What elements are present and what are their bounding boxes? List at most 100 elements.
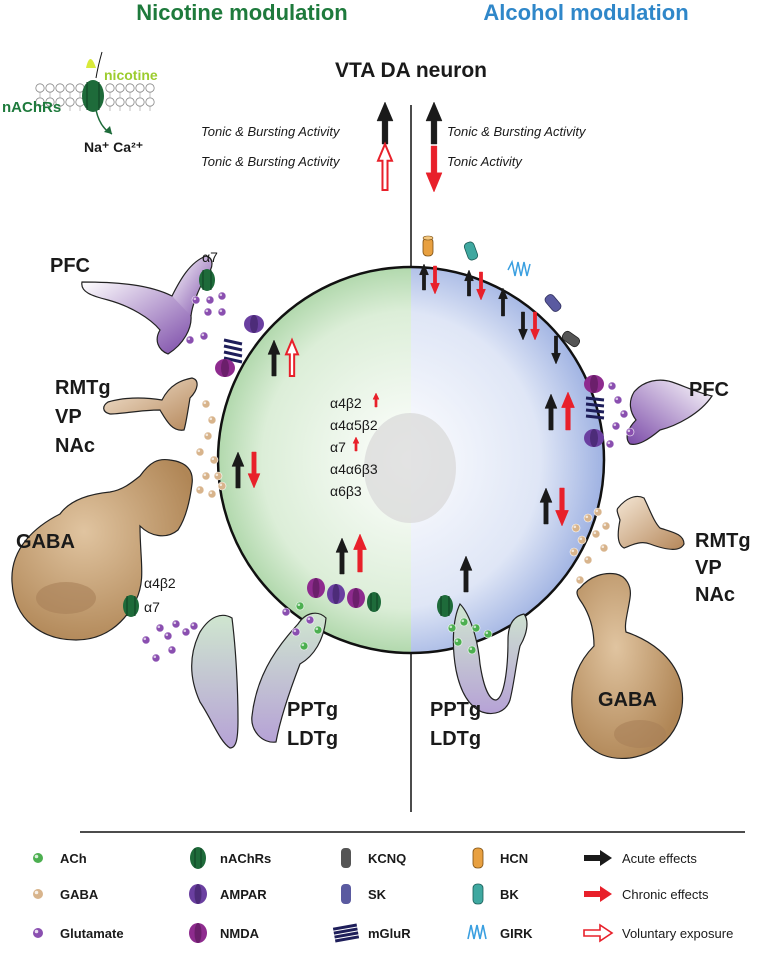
rmtg-nic-acute-arrow bbox=[231, 451, 245, 489]
synaptic-dot bbox=[151, 653, 161, 663]
gaba-dot bbox=[207, 415, 217, 425]
gaba-dot bbox=[201, 399, 211, 409]
sk-acute-arrow bbox=[518, 311, 528, 341]
ach-dot-icon bbox=[33, 853, 43, 863]
vta-da-neuron bbox=[216, 265, 606, 655]
pfc-nic-acute-arrow bbox=[267, 339, 281, 377]
synaptic-dot bbox=[281, 607, 291, 617]
pfc-alc-acute-arrow bbox=[544, 393, 558, 431]
effect-arrows bbox=[231, 101, 575, 593]
gaba-dot bbox=[599, 543, 609, 553]
gaba-dot bbox=[575, 575, 585, 585]
gaba-dot bbox=[583, 513, 593, 523]
girk-channel-top-icon bbox=[507, 259, 531, 277]
pptg-left-label-2: LDTg bbox=[287, 728, 338, 750]
pfc-right-label: PFC bbox=[689, 379, 729, 401]
hollow-arrow-icon bbox=[583, 923, 614, 943]
bk-channel-icon bbox=[472, 883, 484, 905]
pptg-alc-acute-arrow bbox=[459, 555, 473, 593]
legend-item: KCNQ bbox=[341, 848, 406, 868]
synaptic-dot bbox=[155, 623, 165, 633]
synaptic-dot bbox=[295, 601, 305, 611]
gaba-dot bbox=[591, 529, 601, 539]
glutamate-dot bbox=[217, 291, 227, 301]
ampar-left-top-icon bbox=[244, 315, 264, 333]
gaba-dot bbox=[569, 547, 579, 557]
glutamate-dot bbox=[619, 409, 629, 419]
gaba-subunit-1: α4β2 bbox=[144, 575, 176, 591]
a4b2-chronic-arrow bbox=[372, 392, 380, 408]
gaba-right-neuron bbox=[571, 572, 684, 759]
nic-voluntary-activity-label: Tonic & Bursting Activity bbox=[201, 154, 341, 169]
glutamate-dot bbox=[217, 307, 227, 317]
legend-item: GIRK bbox=[467, 924, 533, 941]
ampar-channel-icon bbox=[189, 884, 207, 904]
legend-label: KCNQ bbox=[368, 851, 406, 866]
nmda-channel-icon bbox=[189, 923, 207, 943]
hcn-acute-arrow bbox=[419, 263, 429, 291]
sk-channel-icon bbox=[341, 884, 351, 904]
alcohol-title: Alcohol modulation bbox=[483, 0, 688, 25]
gaba-dot bbox=[209, 455, 219, 465]
rmtg-alc-acute-arrow bbox=[539, 487, 553, 525]
synaptic-dot bbox=[299, 641, 309, 651]
gaba-dot bbox=[601, 521, 611, 531]
synaptic-dot bbox=[313, 625, 323, 635]
legend-item: NMDA bbox=[189, 923, 260, 943]
gaba-dot bbox=[583, 555, 593, 565]
legend: AChGABAGlutamatenAChRsAMPARNMDAKCNQSKmGl… bbox=[33, 847, 733, 943]
legend-label: AMPAR bbox=[220, 887, 267, 902]
pfc-left-terminal bbox=[81, 255, 213, 355]
synaptic-dot bbox=[305, 615, 315, 625]
pfc-right-terminal bbox=[626, 379, 713, 445]
glutamate-dot bbox=[205, 295, 215, 305]
gaba-dot bbox=[577, 535, 587, 545]
synaptic-dot bbox=[189, 621, 199, 631]
legend-item: Glutamate bbox=[33, 926, 124, 941]
bk-channel-top-icon bbox=[463, 241, 479, 261]
hcn-chronic-arrow bbox=[430, 265, 440, 295]
mglur-left-icon bbox=[223, 338, 243, 364]
nic-acute-up-arrow bbox=[376, 101, 394, 145]
nic-acute-activity-label: Tonic & Bursting Activity bbox=[201, 124, 341, 139]
pfc-nic-voluntary-arrow bbox=[284, 337, 300, 377]
legend-label: NMDA bbox=[220, 926, 260, 941]
synaptic-dot bbox=[163, 631, 173, 641]
inset-nachr-label: nAChRs bbox=[2, 99, 61, 116]
nicotine-title: Nicotine modulation bbox=[136, 0, 347, 25]
black-arrow-icon bbox=[584, 850, 612, 866]
right-synapse-icons bbox=[584, 375, 605, 447]
glutamate-dot-icon bbox=[33, 928, 43, 938]
sk-channel-top-icon bbox=[544, 294, 562, 312]
legend-item: nAChRs bbox=[190, 847, 271, 869]
rmtg-right-label-3: NAc bbox=[695, 584, 735, 606]
legend-label: Voluntary exposure bbox=[622, 926, 733, 941]
bottom-left-synapse-icons bbox=[307, 578, 381, 612]
red-arrow-icon bbox=[584, 886, 612, 902]
legend-label: Acute effects bbox=[622, 851, 697, 866]
sk-chronic-arrow bbox=[530, 311, 540, 341]
girk-acute-arrow bbox=[498, 287, 508, 317]
synaptic-dot bbox=[171, 619, 181, 629]
legend-item: AMPAR bbox=[189, 884, 267, 904]
gaba-subunit-2: α7 bbox=[144, 599, 160, 615]
pptg-right-label-2: LDTg bbox=[430, 728, 481, 750]
synaptic-dot bbox=[459, 617, 469, 627]
inside-subunit-3: α7 bbox=[330, 439, 346, 455]
alc-chronic-down-arrow bbox=[425, 145, 443, 193]
gaba-right-label: GABA bbox=[598, 689, 657, 711]
pptg-right-terminal bbox=[452, 602, 528, 715]
girk-channel-icon bbox=[467, 924, 487, 940]
glutamate-dot bbox=[185, 335, 195, 345]
inset-membrane: nicotine nAChRs Na⁺ Ca²⁺ bbox=[2, 51, 158, 155]
legend-label: BK bbox=[500, 887, 519, 902]
gaba-left-label: GABA bbox=[16, 531, 75, 553]
inside-subunit-4: α4α6β3 bbox=[330, 461, 378, 477]
pfc-alc-chronic-arrow bbox=[561, 391, 575, 431]
inside-subunit-1: α4β2 bbox=[330, 395, 362, 411]
neuron-title: VTA DA neuron bbox=[335, 59, 487, 82]
pptg-right-label-1: PPTg bbox=[430, 699, 481, 721]
legend-item: GABA bbox=[33, 887, 99, 902]
synaptic-dot bbox=[181, 627, 191, 637]
alc-acute-activity-label: Tonic & Bursting Activity bbox=[447, 124, 587, 139]
